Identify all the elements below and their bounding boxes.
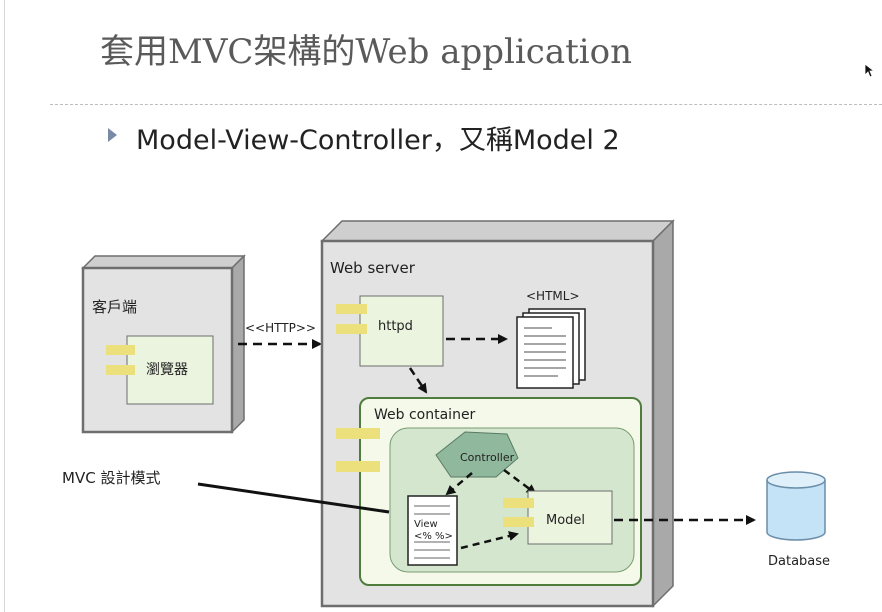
- port-icon: [336, 461, 380, 472]
- web-server-label: Web server: [330, 259, 416, 277]
- port-icon: [106, 365, 135, 375]
- browser-label: 瀏覽器: [146, 362, 188, 378]
- html-label: <HTML>: [526, 289, 580, 303]
- model-label: Model: [546, 513, 585, 528]
- view-code: <% %>: [414, 531, 453, 542]
- controller-to-view-arrow: [445, 472, 473, 496]
- controller-shape: [435, 431, 519, 478]
- web-container-label: Web container: [374, 407, 476, 423]
- view-to-model-arrow: [460, 531, 519, 550]
- database-icon: [766, 471, 826, 541]
- browser-component: [106, 335, 214, 405]
- left-border-line: [4, 0, 5, 612]
- mvc-pattern-label: MVC 設計模式: [62, 469, 160, 487]
- port-icon: [336, 428, 380, 439]
- bullet-arrow-icon: [108, 128, 117, 142]
- model-component: [503, 490, 613, 545]
- title-divider: [50, 104, 882, 105]
- http-label: <<HTTP>>: [245, 321, 316, 335]
- httpd-to-container-arrow: [408, 367, 428, 394]
- httpd-component: [336, 295, 444, 367]
- bullet-text: Model-View-Controller，又稱Model 2: [136, 125, 620, 156]
- port-icon: [336, 304, 367, 314]
- view-label: View: [414, 519, 438, 530]
- controller-to-model-arrow: [503, 468, 537, 495]
- controller-label: Controller: [460, 451, 515, 464]
- slide-title: 套用MVC架構的Web application: [100, 32, 633, 72]
- port-icon: [503, 517, 534, 527]
- port-icon: [336, 324, 367, 334]
- port-icon: [106, 345, 135, 355]
- html-document-icon: [516, 308, 586, 389]
- mvc-pointer-line: [197, 482, 390, 514]
- mouse-pointer-icon: [864, 63, 874, 78]
- httpd-label: httpd: [378, 319, 413, 334]
- port-icon: [503, 498, 534, 508]
- view-document: [407, 495, 458, 566]
- client-label: 客戶端: [92, 298, 137, 316]
- database-label: Database: [768, 554, 830, 569]
